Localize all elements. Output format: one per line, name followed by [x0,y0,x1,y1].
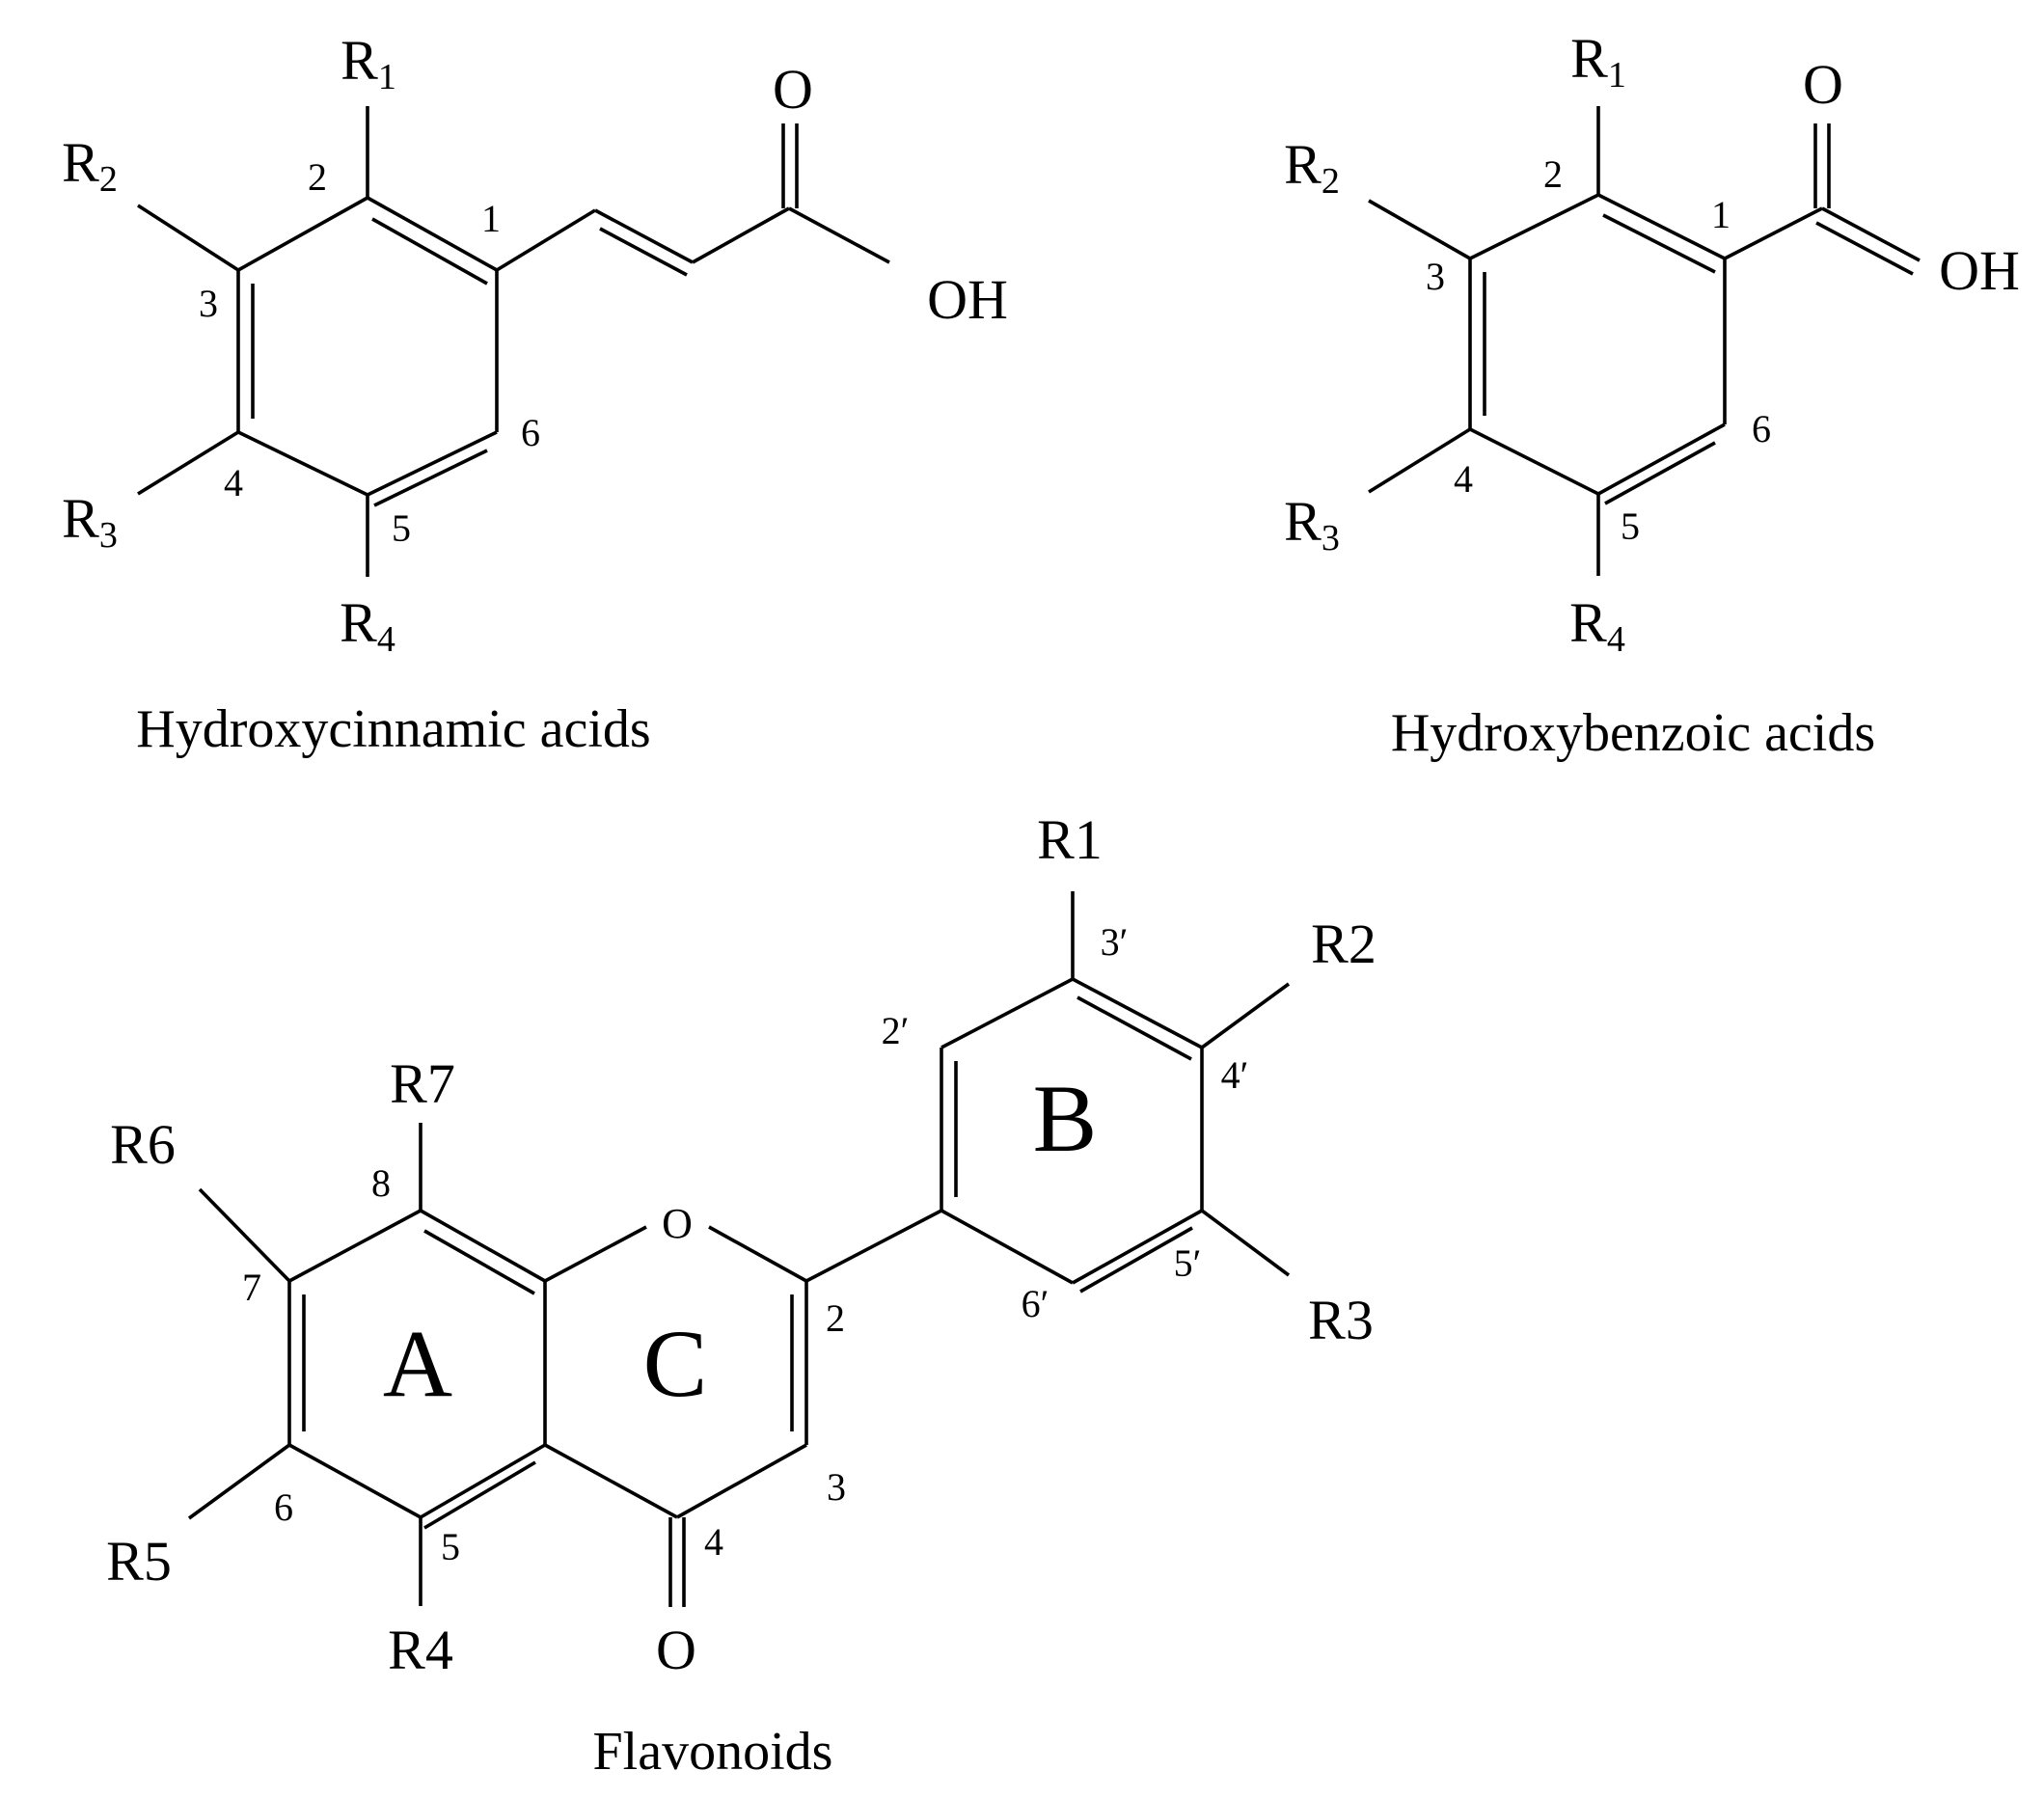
hydroxyl-group: OH [927,268,1008,331]
ring-label-c: C [643,1310,708,1417]
hydroxybenzoic-bonds [1368,106,1921,576]
hydroxycinnamic-structure: R1 R2 R3 R4 1 2 3 4 5 6 O OH Hydroxycinn… [62,29,1008,759]
hydroxyl-group: OH [1939,239,2020,302]
substituent-r7: R7 [390,1052,455,1115]
position-5: 5 [1621,504,1640,548]
caption-hydroxycinnamic: Hydroxycinnamic acids [136,699,650,759]
position-3-prime: 3′ [1101,920,1129,964]
carbonyl-oxygen: O [1803,53,1843,116]
position-6: 6 [521,411,540,454]
position-4: 4 [1454,457,1473,501]
caption-hydroxybenzoic: Hydroxybenzoic acids [1391,703,1875,763]
flavonoid-bonds [187,891,1291,1607]
position-2: 2 [1543,152,1563,196]
position-6: 6 [1752,407,1771,450]
substituent-r4: R4 [340,591,395,660]
position-2: 2 [308,155,327,199]
position-3: 3 [199,282,218,325]
substituent-r3: R3 [1284,490,1340,558]
substituent-r2: R2 [1284,133,1340,202]
position-7: 7 [242,1266,261,1309]
substituent-r4: R4 [1569,591,1625,660]
hydroxybenzoic-structure: R1 R2 R3 R4 1 2 3 4 5 6 O OH Hydroxybenz… [1284,27,2020,763]
position-4-prime: 4′ [1221,1053,1249,1097]
substituent-r1: R1 [341,29,396,97]
position-3: 3 [1426,255,1445,298]
substituent-r1: R1 [1037,808,1103,871]
flavonoid-structure: A B C R1 R2 R3 R4 R5 R6 R7 2 3 4 5 6 7 8… [106,808,1376,1782]
hydroxycinnamic-bonds [137,106,890,577]
substituent-r4: R4 [388,1619,453,1681]
position-6-prime: 6′ [1022,1282,1049,1325]
position-8: 8 [371,1161,391,1205]
substituent-r6: R6 [110,1113,176,1176]
ring-oxygen: O [662,1200,693,1247]
substituent-r2: R2 [1311,913,1376,975]
position-4: 4 [704,1520,723,1564]
position-6: 6 [274,1485,293,1529]
ring-label-a: A [383,1310,452,1417]
position-5-prime: 5′ [1174,1241,1202,1285]
position-4: 4 [224,461,243,504]
substituent-r3: R3 [62,487,118,556]
substituent-r3: R3 [1308,1289,1374,1351]
caption-flavonoids: Flavonoids [593,1722,833,1782]
position-2: 2 [826,1296,845,1340]
carbonyl-oxygen: O [656,1619,696,1681]
position-5: 5 [392,506,411,550]
substituent-r5: R5 [106,1530,172,1593]
position-1: 1 [481,197,501,240]
position-5: 5 [441,1525,460,1568]
ring-label-b: B [1033,1065,1098,1172]
position-2-prime: 2′ [882,1009,910,1052]
substituent-r1: R1 [1570,27,1626,95]
carbonyl-oxygen: O [773,58,813,121]
position-1: 1 [1711,193,1731,236]
substituent-r2: R2 [62,131,118,200]
position-3: 3 [827,1465,846,1509]
